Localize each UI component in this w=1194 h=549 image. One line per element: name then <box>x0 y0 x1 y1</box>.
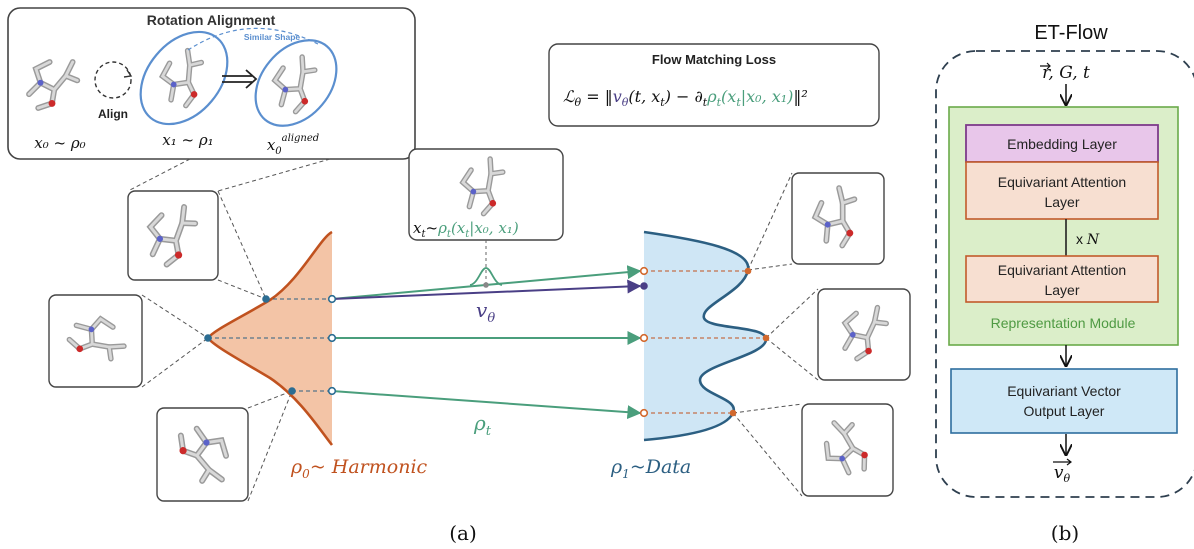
data-sample-box-bottom <box>801 403 894 497</box>
align-label: Align <box>98 107 128 121</box>
equivariant-attention-layer-last <box>965 255 1159 303</box>
data-distribution <box>643 230 768 442</box>
caption-b: (b) <box>1051 521 1079 545</box>
x0-aligned-label: x0aligned <box>267 133 319 157</box>
velocity-arrow <box>331 279 642 300</box>
equivariant-vector-output-layer <box>950 368 1178 434</box>
xt-point <box>483 282 489 288</box>
x0-aligned-highlight-ellipse <box>254 39 338 127</box>
harmonic-sample-box-top <box>127 190 219 281</box>
harmonic-prior-label: ρ0~ Harmonic <box>290 456 428 481</box>
velocity-label: vθ <box>476 298 495 326</box>
equivariant-attention-layer-first <box>965 161 1159 220</box>
et-flow-architecture: ET-Flow r, G, t Embedding Layer Equivari… <box>935 22 1194 498</box>
embedding-layer-label: Embedding Layer <box>1007 136 1117 152</box>
data-sample-box-middle <box>817 288 911 381</box>
sample-points <box>204 266 770 418</box>
flow-arrows <box>331 265 642 420</box>
flow-matching-loss-panel: Flow Matching Loss ℒθ = ‖vθ(t, xt) − ∂tρ… <box>548 43 880 127</box>
output-layer-line2: Output Layer <box>1024 403 1105 419</box>
data-sample-guides <box>644 270 766 414</box>
attention-last-line1: Equivariant Attention <box>998 262 1126 278</box>
et-flow-title: ET-Flow <box>1034 22 1108 44</box>
attention-last-line2: Layer <box>1044 282 1079 298</box>
xt-sample-panel: xt~ρt(xt|x₀, x₁) <box>408 148 564 283</box>
attention-first-line1: Equivariant Attention <box>998 174 1126 190</box>
caption-a: (a) <box>449 521 477 545</box>
rotation-alignment-panel: Rotation Alignment Align Similar Shape x… <box>7 7 416 160</box>
attention-first-line2: Layer <box>1044 194 1079 210</box>
align-cycle-icon <box>94 61 133 99</box>
harmonic-sample-box-middle <box>48 294 143 388</box>
loss-title: Flow Matching Loss <box>652 52 776 67</box>
similar-shape-label: Similar Shape <box>244 32 300 42</box>
output-layer-line1: Equivariant Vector <box>1007 383 1121 399</box>
loss-formula: ℒθ = ‖vθ(t, xt) − ∂tρt(xt|x₀, x₁)‖² <box>563 87 808 109</box>
harmonic-sample-guides <box>208 298 332 392</box>
flow-arrow-bottom <box>331 390 642 420</box>
double-arrow-icon <box>222 69 258 89</box>
model-inputs: r, G, t <box>1042 63 1090 83</box>
xt-bump <box>469 267 503 286</box>
model-output: vθ <box>1054 463 1071 485</box>
rotation-alignment-title: Rotation Alignment <box>147 12 276 28</box>
xt-label: xt~ρt(xt|x₀, x₁) <box>413 219 519 240</box>
representation-module-label: Representation Module <box>991 315 1136 331</box>
repeat-count: x N <box>1076 231 1100 248</box>
x1-highlight-ellipse <box>139 30 229 126</box>
data-distribution-label: ρ1~Data <box>610 456 691 481</box>
vector-arrow-icon <box>1040 62 1051 70</box>
output-vector-arrow-icon <box>1053 458 1072 466</box>
x0-label: x₀ ~ ρ₀ <box>34 134 85 152</box>
data-sample-box-top <box>791 172 885 265</box>
similar-shape-link <box>187 27 319 51</box>
probability-path-label: ρt <box>473 411 492 439</box>
leader-lines <box>127 158 819 502</box>
x1-label: x₁ ~ ρ₁ <box>162 131 213 149</box>
harmonic-sample-box-bottom <box>156 407 249 502</box>
embedding-layer <box>965 124 1159 163</box>
